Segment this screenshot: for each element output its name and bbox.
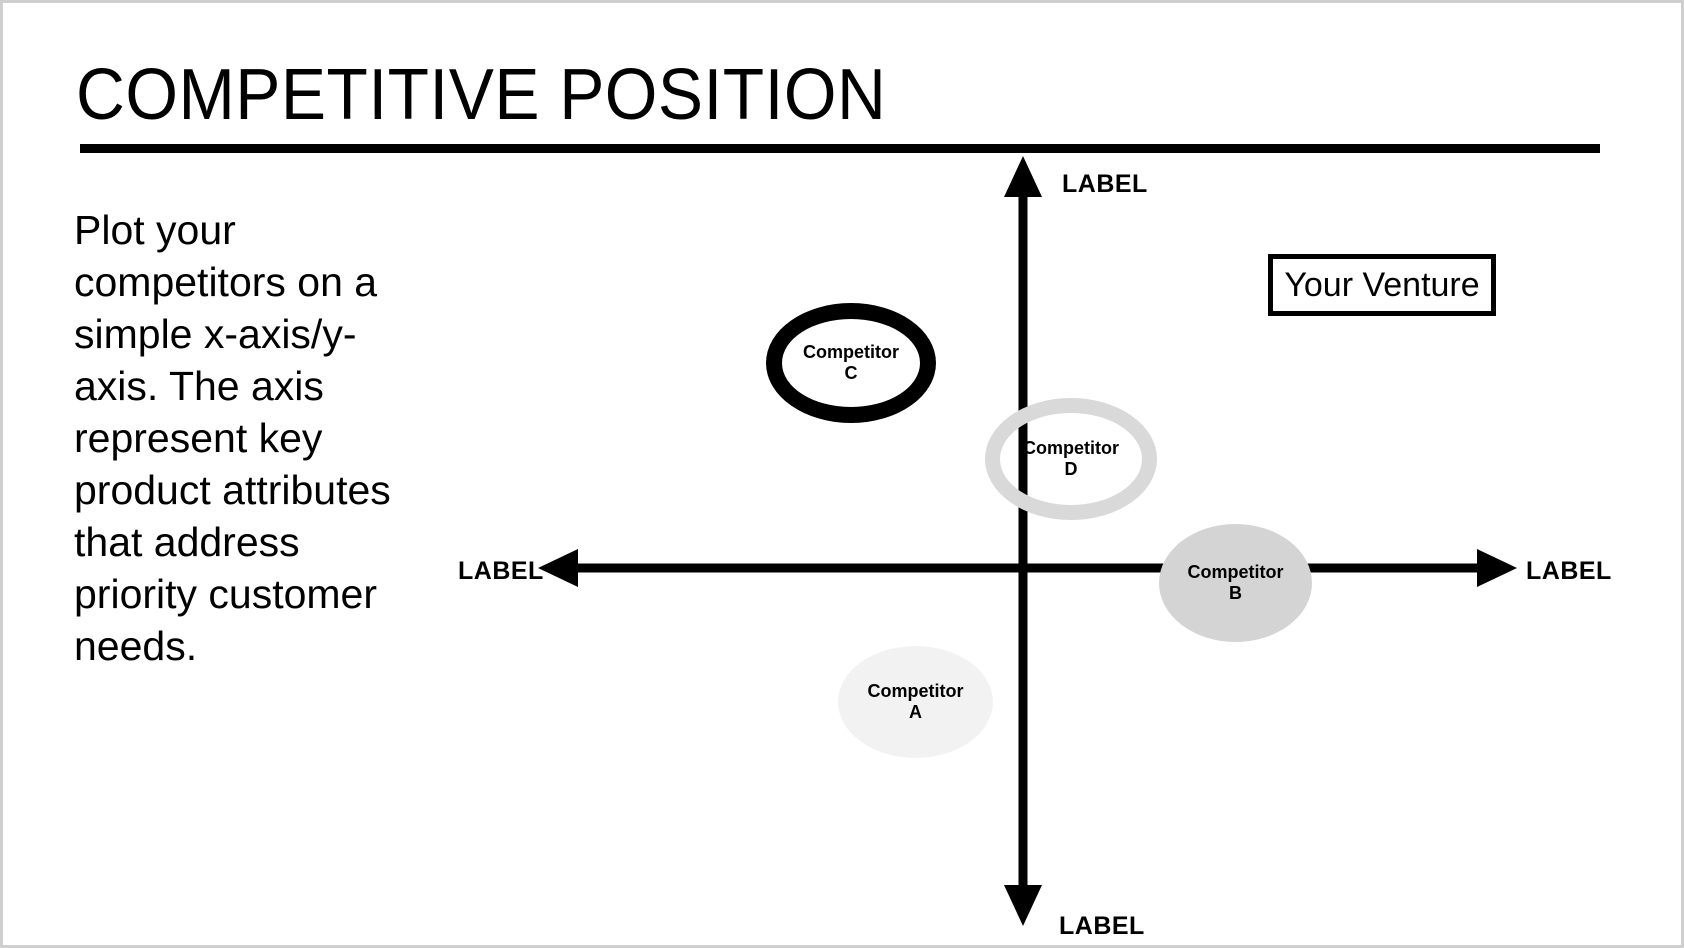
axis-label-right: LABEL [1526,557,1612,585]
competitor-c-label: Competitor C [803,342,899,384]
y-axis-top-arrowhead [1004,156,1042,197]
competitor-b-label-line1: Competitor [1187,562,1284,582]
competitor-d-label-line2: D [1064,459,1078,479]
axis-label-left: LABEL [458,557,544,585]
competitor-a-label-line2: A [909,702,922,722]
your-venture-legend-box: Your Venture [1268,254,1496,316]
competitor-bubble-c[interactable]: Competitor C [766,303,936,423]
your-venture-legend-label: Your Venture [1284,265,1480,304]
competitor-d-label: Competitor D [1023,438,1119,480]
body-text: Plot your competitors on a simple x-axis… [74,207,391,669]
slide-title: COMPETITIVE POSITION [76,55,887,135]
slide-border-bottom [0,945,1684,948]
competitor-bubble-b[interactable]: Competitor B [1159,524,1312,642]
competitor-a-label-line1: Competitor [867,681,964,701]
y-axis-bottom-arrowhead [1004,885,1042,926]
competitor-bubble-d[interactable]: Competitor D [985,398,1157,520]
competitor-b-label: Competitor B [1188,562,1284,604]
competitor-c-label-line1: Competitor [803,342,899,362]
competitor-c-label-line2: C [844,363,858,383]
competitor-b-label-line2: B [1229,583,1242,603]
axis-label-bottom: LABEL [1059,912,1145,940]
competitor-d-label-line1: Competitor [1023,438,1119,458]
competitor-bubble-a[interactable]: Competitor A [838,646,993,758]
title-underline-rule [80,144,1600,153]
slide-border-top [0,0,1684,3]
slide-border-left [0,0,3,948]
x-axis-right-arrowhead [1477,549,1517,587]
axis-label-top: LABEL [1062,170,1148,198]
competitor-a-label: Competitor A [868,681,964,723]
x-axis-left-arrowhead [538,549,578,587]
slide-border-right [1681,0,1684,948]
